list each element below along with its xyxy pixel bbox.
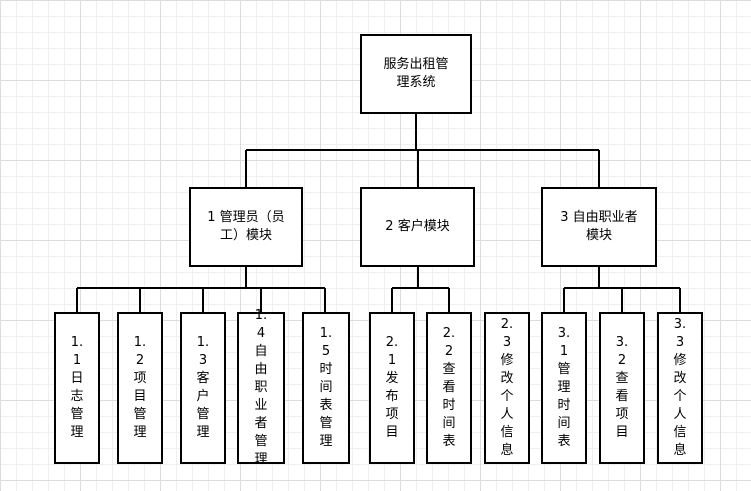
leaf-node-label: 2.1发布项目	[385, 335, 399, 440]
module-node-m1: 1 管理员（员工）模块	[189, 187, 303, 267]
leaf-node-l31: 3.1管理时间表	[541, 312, 587, 464]
module-node-m2: 2 客户模块	[360, 187, 475, 267]
leaf-node-label: 2.2查看时间表	[442, 326, 456, 449]
leaf-node-label: 1.2项目管理	[133, 335, 147, 440]
leaf-node-l23: 2.3修改个人信息	[484, 312, 530, 464]
leaf-node-label: 3.3修改个人信息	[673, 317, 687, 458]
leaf-node-l15: 1.5时间表管理	[302, 312, 350, 464]
root-node-label: 服务出租管理系统	[383, 57, 449, 90]
leaf-node-label: 3.1管理时间表	[557, 326, 571, 449]
leaf-node-label: 1.1日志管理	[70, 335, 84, 440]
leaf-node-label: 1.3客户管理	[196, 335, 210, 440]
leaf-node-l11: 1.1日志管理	[54, 312, 100, 464]
leaf-node-label: 1.4自由职业者管理	[254, 308, 268, 467]
leaf-node-l13: 1.3客户管理	[180, 312, 226, 464]
leaf-node-l14: 1.4自由职业者管理	[237, 308, 285, 467]
leaf-node-l22: 2.2查看时间表	[426, 312, 472, 464]
module-node-label: 1 管理员（员工）模块	[207, 210, 285, 243]
leaf-node-label: 1.5时间表管理	[319, 326, 333, 449]
leaf-node-l33: 3.3修改个人信息	[657, 312, 703, 464]
module-node-label: 3 自由职业者模块	[560, 210, 638, 243]
module-node-m3: 3 自由职业者模块	[541, 187, 657, 267]
leaf-node-label: 2.3修改个人信息	[500, 317, 514, 458]
leaf-node-l32: 3.2查看项目	[599, 312, 645, 464]
leaf-node-l12: 1.2项目管理	[117, 312, 163, 464]
leaf-node-label: 3.2查看项目	[615, 335, 629, 440]
root-node: 服务出租管理系统	[360, 34, 472, 114]
module-node-label: 2 客户模块	[385, 219, 450, 234]
leaf-node-l21: 2.1发布项目	[369, 312, 415, 464]
